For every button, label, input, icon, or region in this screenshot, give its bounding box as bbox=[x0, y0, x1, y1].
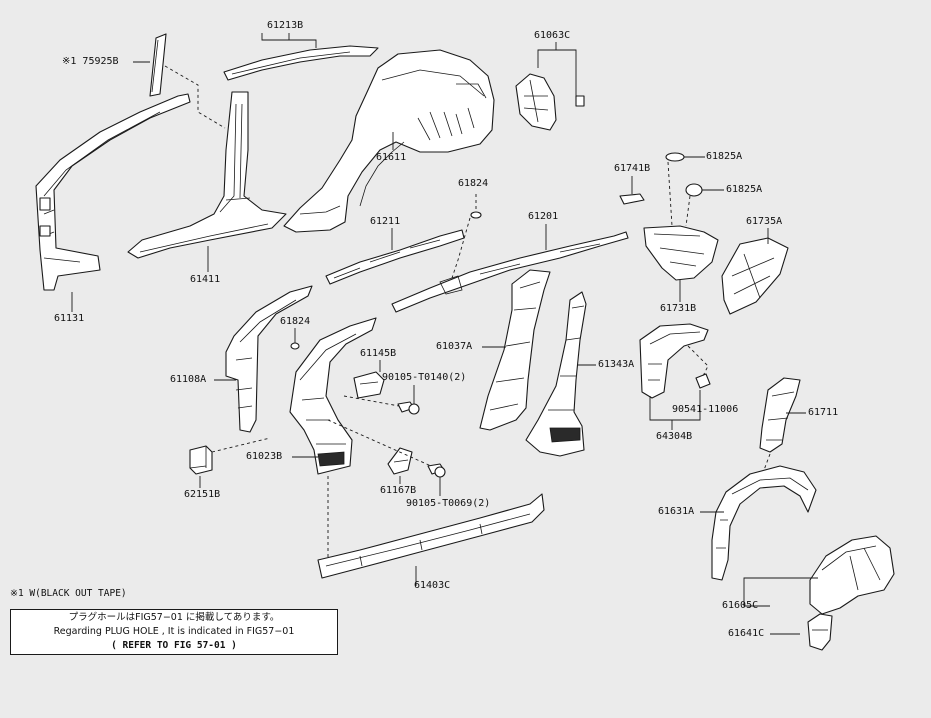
label-90541: 90541-11006 bbox=[672, 404, 739, 415]
label-61145b: 61145B bbox=[360, 348, 397, 359]
part-75925b-tape bbox=[149, 33, 167, 97]
label-61211: 61211 bbox=[370, 216, 401, 227]
label-90105-t0140: 90105-T0140(2) bbox=[382, 372, 467, 383]
part-61145b-bracket bbox=[353, 371, 385, 399]
part-61023b-pillar-inner bbox=[289, 317, 377, 475]
label-61411: 61411 bbox=[190, 274, 221, 285]
note-line-japanese: プラグホールはFIG57−01 に掲載してあります。 bbox=[68, 612, 280, 623]
label-75925b: ※1 75925B bbox=[62, 56, 119, 67]
label-61108a: 61108A bbox=[170, 374, 207, 385]
part-62151b-pad bbox=[189, 445, 213, 475]
part-61824-grommet-a bbox=[470, 211, 482, 219]
part-61213b-roof-rail bbox=[223, 45, 379, 81]
part-64304b-bracket bbox=[639, 323, 709, 399]
label-61825a-mid: 61825A bbox=[726, 184, 763, 195]
part-61631a-wheelhouse-inner bbox=[711, 465, 817, 581]
part-61731b-panel bbox=[643, 225, 719, 281]
note-line-refer: ( REFER TO FIG 57-01 ) bbox=[111, 640, 237, 651]
label-61731b: 61731B bbox=[660, 303, 697, 314]
part-61211-roof-inner bbox=[325, 229, 465, 285]
part-61201-roof-rail-inner bbox=[391, 231, 629, 313]
part-61735a-gusset bbox=[721, 237, 789, 315]
part-61343a-pillar-inner bbox=[525, 291, 587, 457]
part-61063c-bracket bbox=[515, 73, 585, 131]
label-61741b: 61741B bbox=[614, 163, 651, 174]
label-61824-top: 61824 bbox=[458, 178, 489, 189]
label-61131: 61131 bbox=[54, 313, 85, 324]
label-61605c: 61605C bbox=[722, 600, 759, 611]
note-line-english: Regarding PLUG HOLE , It is indicated in… bbox=[53, 626, 295, 637]
label-61343a: 61343A bbox=[598, 359, 635, 370]
label-64304b: 64304B bbox=[656, 431, 693, 442]
label-61825a-top: 61825A bbox=[706, 151, 743, 162]
label-61403c: 61403C bbox=[414, 580, 451, 591]
label-61824-mid: 61824 bbox=[280, 316, 311, 327]
label-61063c: 61063C bbox=[534, 30, 571, 41]
part-61711-extension bbox=[759, 377, 801, 453]
label-62151b: 62151B bbox=[184, 489, 221, 500]
label-61167b: 61167B bbox=[380, 485, 417, 496]
part-90105-t0140-bolt bbox=[397, 401, 420, 415]
part-90541-clip bbox=[695, 373, 711, 389]
part-61741b-plate bbox=[619, 176, 645, 205]
label-90105-t0069: 90105-T0069(2) bbox=[406, 498, 491, 509]
label-61735a: 61735A bbox=[746, 216, 783, 227]
part-61411-side-outer bbox=[127, 91, 287, 259]
label-61201: 61201 bbox=[528, 211, 559, 222]
label-61611: 61611 bbox=[376, 152, 407, 163]
part-61108a-front-pillar-inner bbox=[225, 285, 313, 433]
part-61611-quarter-panel bbox=[283, 49, 495, 233]
label-61631a: 61631A bbox=[658, 506, 695, 517]
part-61037a-reinforcement bbox=[479, 269, 551, 431]
label-61641c: 61641C bbox=[728, 628, 765, 639]
label-61213b: 61213B bbox=[267, 20, 304, 31]
part-61131-front-pillar bbox=[35, 93, 191, 291]
part-61605c-wheelhouse-outer bbox=[809, 535, 895, 615]
part-61641c-extension bbox=[807, 613, 833, 651]
part-61403c-rocker bbox=[317, 493, 545, 579]
label-61037a: 61037A bbox=[436, 341, 473, 352]
label-61711: 61711 bbox=[808, 407, 839, 418]
footnote: ※1 W(BLACK OUT TAPE) bbox=[10, 588, 127, 599]
label-61023b: 61023B bbox=[246, 451, 283, 462]
part-90105-t0069-bolt bbox=[427, 463, 446, 478]
note-box: プラグホールはFIG57−01 に掲載してあります。 Regarding PLU… bbox=[10, 609, 338, 655]
